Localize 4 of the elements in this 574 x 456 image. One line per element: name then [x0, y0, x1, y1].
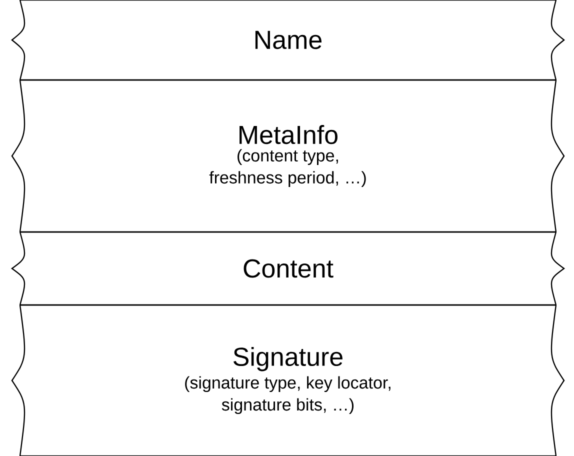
field-band: Name: [11, 0, 565, 81]
field-band: Signature (signature type, key locator, signature bits, …): [11, 304, 565, 456]
field-band: MetaInfo (content type, freshness period, …): [11, 79, 565, 233]
field-band: Content: [11, 231, 565, 306]
